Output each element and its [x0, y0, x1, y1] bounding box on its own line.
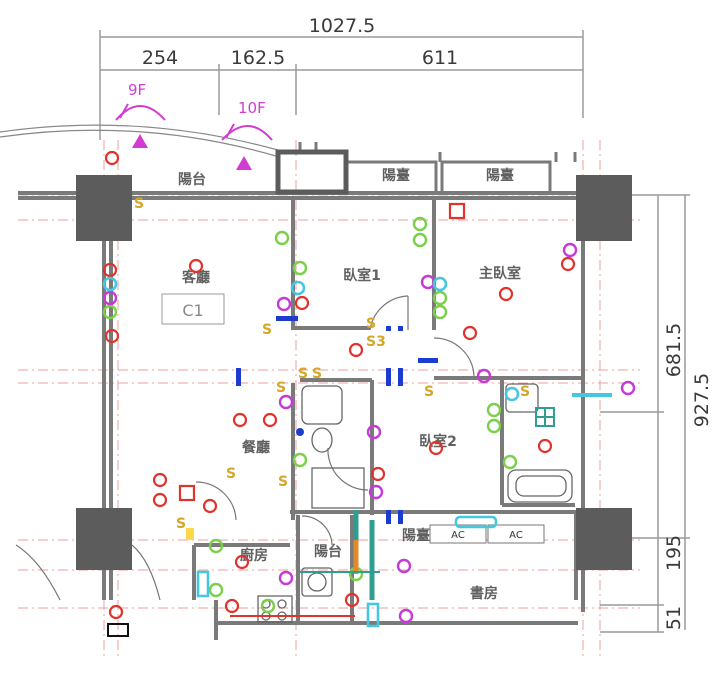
room-label-study: 書房 [470, 585, 498, 602]
outlet-symbols [102, 150, 576, 620]
columns [76, 149, 632, 570]
room-label-service-balcony: 陽台 [314, 543, 342, 560]
ac-unit-2 [487, 524, 545, 544]
s-symbol: S [226, 466, 236, 482]
s-symbol: S [424, 384, 434, 400]
s-symbol: S [176, 516, 186, 532]
outlet-icon [294, 295, 310, 311]
column-bottom-left [76, 508, 132, 570]
toilet-bowl-icon [311, 427, 333, 453]
ac-unit-1 [429, 524, 487, 544]
room-label-bay2: 陽臺 [486, 167, 514, 184]
floor-label-9f: 9F [128, 81, 146, 99]
ac-label-2: AC [509, 530, 523, 541]
c1-tag-box [161, 293, 225, 325]
c1-tag-label: C1 [182, 301, 203, 320]
s-symbol: S [312, 366, 322, 382]
ac-units: AC AC [429, 524, 545, 544]
exhaust-fan-icon [535, 407, 555, 427]
column-bottom-right [576, 508, 632, 570]
column-top-left [76, 175, 132, 241]
door-swings [15, 295, 475, 601]
ac-label-1: AC [451, 530, 465, 541]
cyan-symbols [102, 276, 612, 628]
dim-right-total: 927.5 [691, 373, 713, 427]
room-label-master: 主臥室 [479, 265, 521, 282]
room-label-bay1: 陽臺 [382, 167, 410, 184]
outlet-icon [224, 598, 240, 614]
outlet-icon [560, 256, 576, 272]
shower-icon [311, 467, 365, 509]
switch-symbols [102, 216, 518, 614]
dim-seg3: 611 [422, 47, 458, 69]
column-top-right [576, 175, 632, 241]
room-label-dining: 餐廳 [241, 439, 270, 456]
s3-symbol: S3 [366, 334, 386, 350]
bathtub-icon [507, 469, 573, 503]
outlet-icon [498, 286, 514, 302]
data-outlet-symbols [102, 242, 636, 624]
floor-marker-9f: 9F [115, 81, 166, 148]
floor-label-10f: 10F [238, 99, 266, 117]
dim-right-bottom: 51 [663, 606, 685, 630]
outlet-icon [234, 554, 250, 570]
dim-seg2: 162.5 [231, 47, 285, 69]
s-symbol: S [520, 384, 530, 400]
dim-right-lower: 195 [663, 535, 685, 571]
dim-total-width: 1027.5 [309, 15, 375, 37]
outlet-icon [104, 328, 120, 344]
dim-seg1: 254 [142, 47, 178, 69]
washer-icon [301, 567, 333, 597]
pipes [230, 510, 380, 617]
dim-right-upper: 681.5 [663, 323, 685, 377]
s-symbol: S [366, 316, 376, 332]
room-label-bedroom1: 臥室1 [343, 267, 381, 284]
room-label-bay3: 陽臺 [402, 527, 430, 544]
room-label-top-balcony: 陽台 [178, 171, 206, 188]
outlet-icon [262, 412, 278, 428]
s-symbol: S [134, 196, 144, 212]
s-symbols: S S S3 S S S S S S S S S [134, 196, 530, 532]
outlet-icon [108, 604, 124, 620]
floor-marker-10f: 10F [221, 99, 273, 170]
outlet-icon [370, 466, 386, 482]
top-dimensions [99, 30, 584, 140]
curved-balcony-edge [0, 124, 279, 157]
outlet-icon [344, 592, 360, 608]
outlet-icon [537, 438, 553, 454]
outlet-icon [462, 325, 478, 341]
outlet-icon [348, 342, 364, 358]
s-symbol: S [298, 366, 308, 382]
outlet-icon [104, 150, 120, 166]
toilet-icon [301, 385, 343, 425]
bathroom-fixtures [257, 383, 573, 623]
s-symbol: S [278, 474, 288, 490]
outlet-icon [428, 440, 444, 456]
outlet-icon [102, 262, 118, 278]
yellow-marker [186, 528, 194, 540]
outlet-icon [152, 492, 168, 508]
outlet-icon [152, 472, 168, 488]
outlet-icon [202, 498, 218, 514]
s-symbol: S [276, 380, 286, 396]
s-symbol: S [262, 322, 272, 338]
outlet-icon [232, 412, 248, 428]
panel-icon [448, 202, 466, 220]
stove-icon [257, 595, 293, 623]
blue-markers [236, 316, 438, 524]
meter-box-icon [107, 623, 129, 637]
outlet-icon [188, 258, 204, 274]
panel-icon [178, 484, 196, 502]
room-label-living: 客廳 [181, 269, 210, 286]
